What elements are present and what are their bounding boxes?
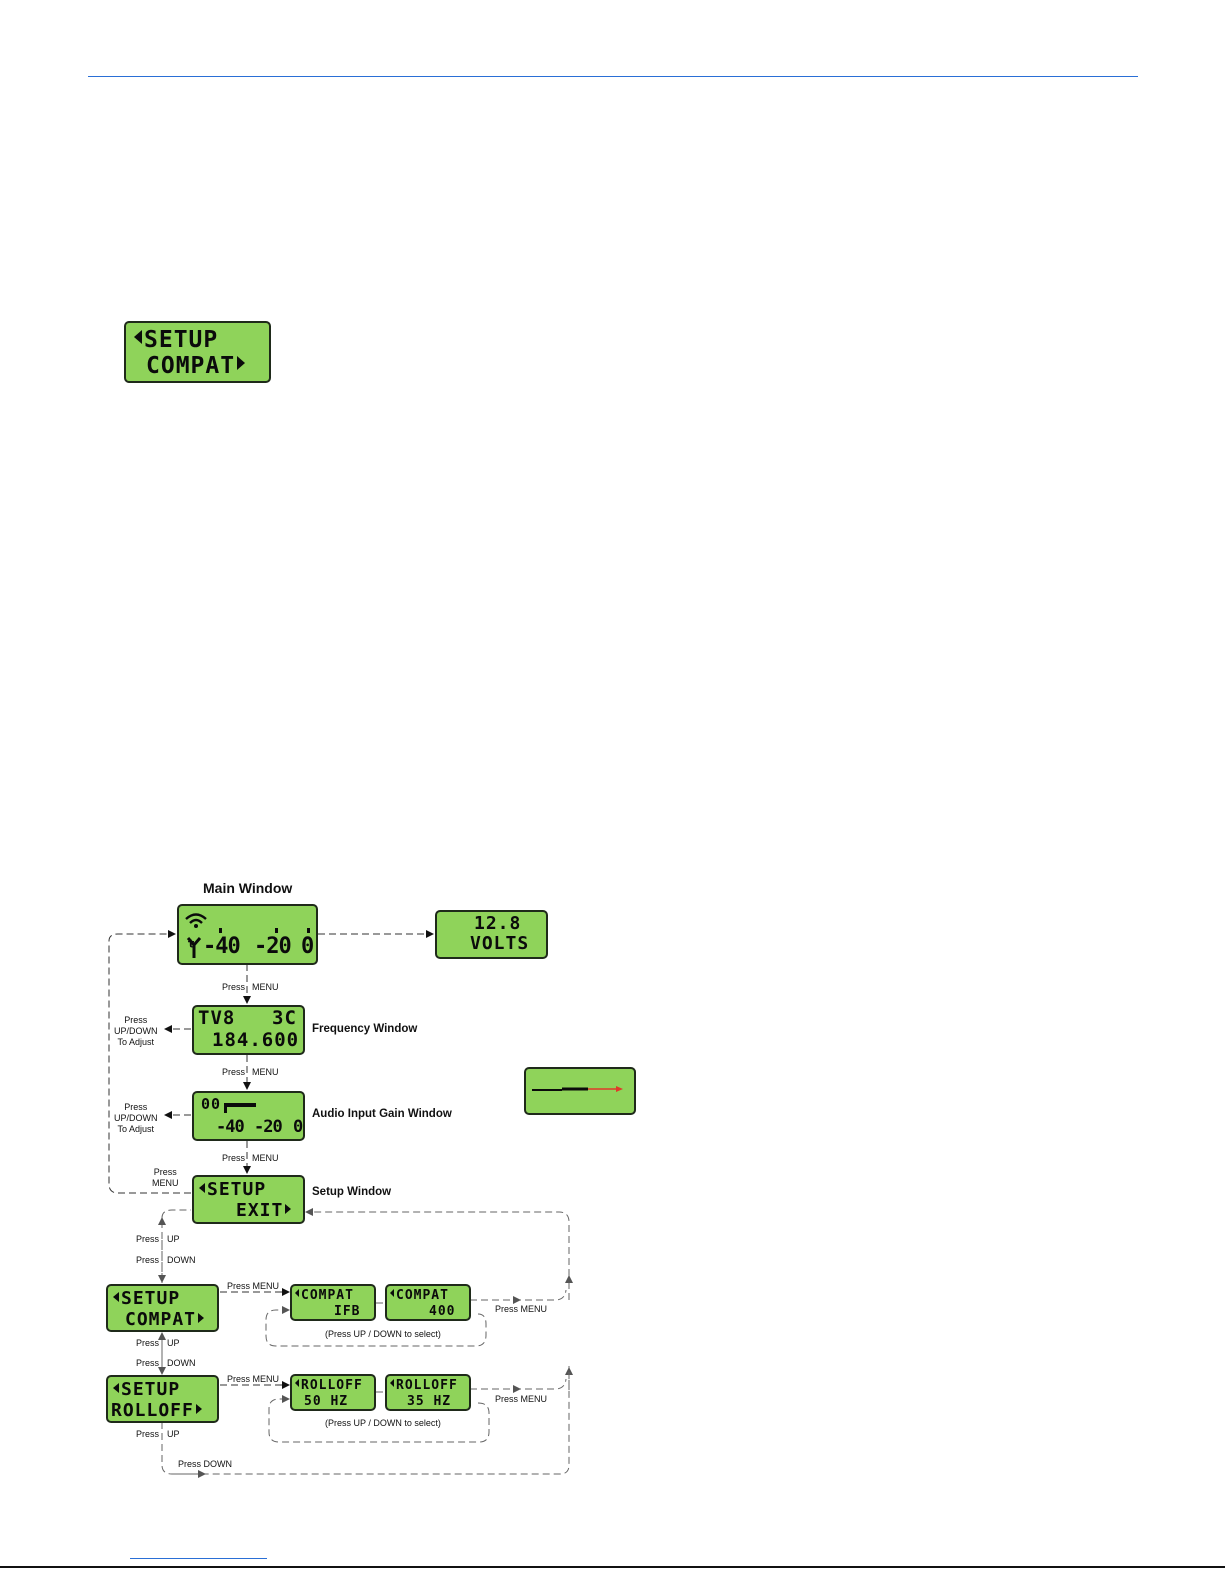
label-menu: MENU xyxy=(252,982,279,992)
label-menu: MENU xyxy=(252,1067,279,1077)
label-frequency-window: Frequency Window xyxy=(312,1023,418,1035)
label-press-menu-compat-out: Press MENU xyxy=(495,1304,548,1314)
lcd-setup-compat: SETUP COMPAT xyxy=(106,1284,219,1332)
lcd-line-1-left: TV8 xyxy=(198,1007,236,1029)
lcd-line-2: COMPAT xyxy=(125,1311,204,1329)
lcd-setup-rolloff: SETUP ROLLOFF xyxy=(106,1375,219,1423)
lcd-volts-window: 12.8 VOLTS xyxy=(435,910,548,959)
lcd-line-1-right: 3C xyxy=(272,1007,297,1029)
lcd-setup-compat-standalone: SETUP COMPAT xyxy=(124,321,271,383)
footer-rule xyxy=(0,1566,1225,1568)
lcd-line-1: SETUP xyxy=(113,1381,180,1399)
lcd-setup-window: SETUP EXIT xyxy=(192,1175,305,1224)
tick-zero: 0 xyxy=(301,934,316,959)
lcd-line-2: COMPAT xyxy=(146,355,245,378)
tick-mark xyxy=(275,928,278,933)
footer-link-underline xyxy=(130,1558,267,1559)
label-up: UP xyxy=(167,1429,180,1439)
label-up: UP xyxy=(167,1234,180,1244)
lcd-line-2: ROLLOFF xyxy=(111,1402,202,1420)
lcd-line-1: SETUP xyxy=(134,329,218,352)
tick-minus-40: -40 xyxy=(216,1117,245,1137)
lcd-line-2: EXIT xyxy=(236,1202,291,1220)
label-press: Press xyxy=(222,982,246,992)
lcd-rolloff-50: ROLLOFF 50 HZ xyxy=(290,1374,376,1411)
label-press: Press xyxy=(222,1153,246,1163)
antenna-signal-icon xyxy=(185,913,207,928)
lcd-line-1: 00 xyxy=(201,1095,222,1113)
header-rule xyxy=(88,76,1138,77)
label-press: Press xyxy=(136,1358,160,1368)
label-up-down-adjust: Press UP/DOWN To Adjust xyxy=(114,1015,158,1047)
label-press-menu-compat-in: Press MENU xyxy=(227,1281,280,1291)
label-press: Press xyxy=(136,1234,160,1244)
label-setup-window: Setup Window xyxy=(312,1186,392,1198)
lcd-line-1: 12.8 xyxy=(474,913,522,934)
gain-bar-end xyxy=(224,1103,227,1113)
label-up: UP xyxy=(167,1338,180,1348)
lcd-audio-gain-window: 00 -40 -20 0 xyxy=(192,1091,305,1141)
antenna-mast-icon xyxy=(187,937,201,958)
label-press: Press xyxy=(136,1429,160,1439)
lcd-frequency-window: TV8 3C 184.600 xyxy=(192,1005,305,1055)
cable-arrow-icon xyxy=(532,1086,623,1092)
label-press-down-bottom: Press DOWN xyxy=(178,1459,232,1469)
lcd-line-2: 50 HZ xyxy=(304,1394,349,1409)
lcd-line-2: 400 xyxy=(429,1304,456,1319)
label-press-up-down-select: (Press UP / DOWN to select) xyxy=(325,1329,441,1339)
label-up-down-adjust: Press UP/DOWN To Adjust xyxy=(114,1102,158,1134)
tick-mark xyxy=(219,928,222,933)
lcd-cable-indicator xyxy=(524,1067,636,1115)
lcd-compat-400: COMPAT 400 xyxy=(385,1284,471,1321)
lcd-line-2: IFB xyxy=(334,1304,361,1319)
label-press-up-down-select: (Press UP / DOWN to select) xyxy=(325,1418,441,1428)
label-down: DOWN xyxy=(167,1358,196,1368)
flowchart-title: Main Window xyxy=(203,880,293,896)
lcd-line-1: COMPAT xyxy=(295,1289,354,1302)
lcd-line-1: SETUP xyxy=(113,1290,180,1308)
label-press-menu: Press MENU xyxy=(152,1167,179,1188)
lcd-line-1: ROLLOFF xyxy=(295,1379,363,1392)
tick-zero: 0 xyxy=(293,1117,305,1137)
lcd-line-2: 184.600 xyxy=(212,1029,300,1051)
label-press-menu-rolloff-in: Press MENU xyxy=(227,1374,280,1384)
label-menu: MENU xyxy=(252,1153,279,1163)
label-press-menu-rolloff-out: Press MENU xyxy=(495,1394,548,1404)
lcd-compat-ifb: COMPAT IFB xyxy=(290,1284,376,1321)
lcd-line-1: ROLLOFF xyxy=(390,1379,458,1392)
lcd-line-2: VOLTS xyxy=(470,933,530,954)
tick-minus-20: -20 xyxy=(254,934,292,959)
gain-bar xyxy=(224,1103,256,1107)
lcd-main-window: ᵗ -40 -20 0 xyxy=(177,904,318,965)
tick-minus-40: -40 xyxy=(203,934,241,959)
label-audio-gain-window: Audio Input Gain Window xyxy=(312,1108,452,1120)
label-press: Press xyxy=(136,1255,160,1265)
label-press: Press xyxy=(136,1338,160,1348)
lcd-rolloff-35: ROLLOFF 35 HZ xyxy=(385,1374,471,1411)
tick-mark xyxy=(307,928,310,933)
lcd-line-2: 35 HZ xyxy=(407,1394,452,1409)
lcd-line-1: SETUP xyxy=(199,1181,266,1199)
lcd-line-1: COMPAT xyxy=(390,1289,449,1302)
label-press: Press xyxy=(222,1067,246,1077)
label-down: DOWN xyxy=(167,1255,196,1265)
tick-minus-20: -20 xyxy=(254,1117,283,1137)
